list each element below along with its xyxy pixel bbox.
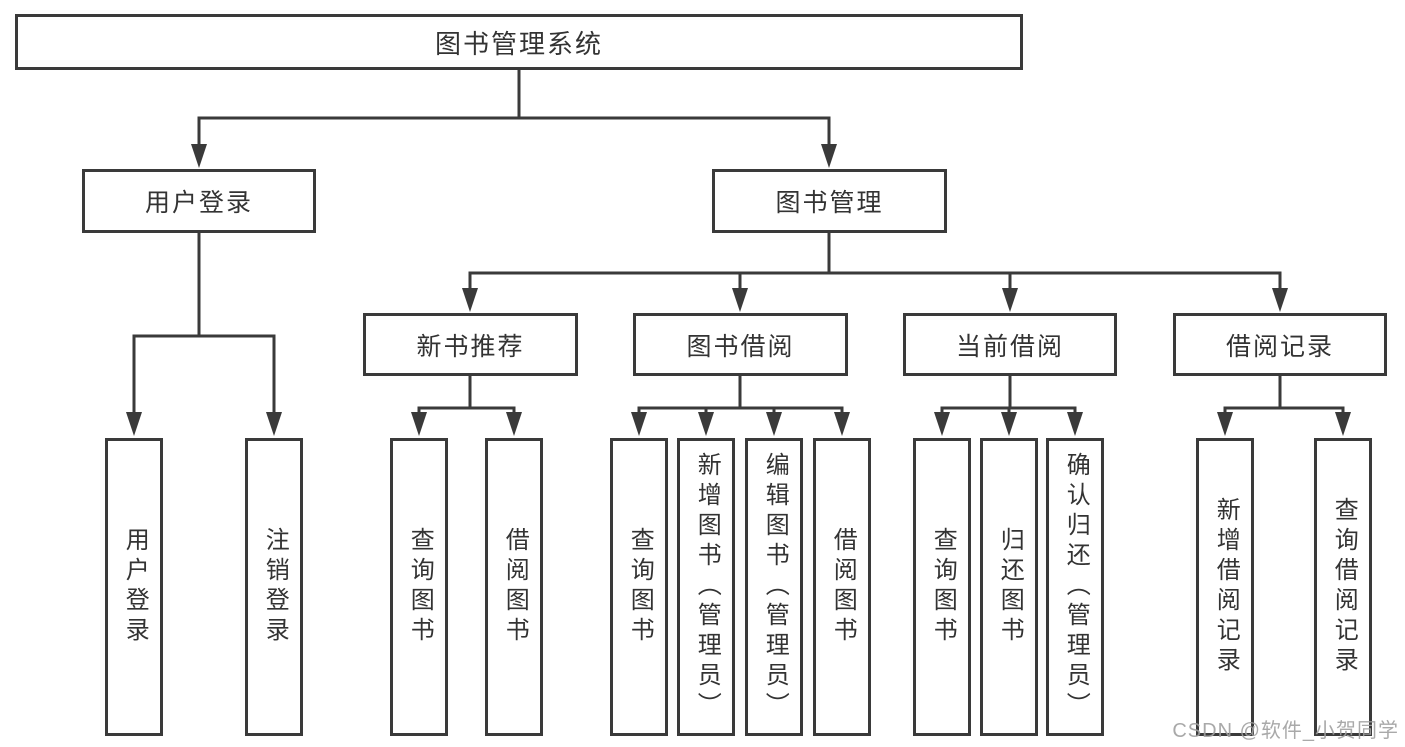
node-new-book-recommend: 新书推荐 <box>363 313 578 376</box>
node-label: 借阅图书 <box>829 527 857 647</box>
arrowhead-current-confirm-return <box>1067 412 1083 436</box>
arrowhead-borrow-query-books <box>631 412 647 436</box>
node-label: 新书推荐 <box>416 332 525 361</box>
leaf-rec-borrow-books: 借阅图书 <box>485 438 543 736</box>
leaf-current-query-books: 查询图书 <box>913 438 971 736</box>
arrowhead-borrowing-records <box>1272 288 1288 312</box>
node-current-borrowing: 当前借阅 <box>903 313 1117 376</box>
arrowhead-rec-borrow-books <box>506 412 522 436</box>
node-label: 确认归还（管理员） <box>1062 452 1090 722</box>
node-label: 注销登录 <box>261 527 289 647</box>
arrowhead-rec-query-books <box>411 412 427 436</box>
leaf-borrow-query-books: 查询图书 <box>610 438 668 736</box>
node-label: 借阅图书 <box>501 527 529 647</box>
connector-root-to-level2 <box>197 70 831 146</box>
leaf-borrow-edit-books-admin: 编辑图书（管理员） <box>745 438 803 736</box>
leaf-current-return-books: 归还图书 <box>980 438 1038 736</box>
node-borrowing-records: 借阅记录 <box>1173 313 1387 376</box>
arrowhead-current-query-books <box>934 412 950 436</box>
node-label: 用户登录 <box>144 189 253 217</box>
connector-new-book-recommend-branch <box>417 376 516 414</box>
node-user-login: 用户登录 <box>82 169 316 233</box>
arrowhead-records-query-record <box>1335 412 1351 436</box>
leaf-current-confirm-return-admin: 确认归还（管理员） <box>1046 438 1104 736</box>
arrowhead-borrow-add-books <box>698 412 714 436</box>
connector-book-borrowing-branch <box>637 376 844 414</box>
connector-borrowing-records-branch <box>1223 376 1345 414</box>
connector-current-borrowing-branch <box>940 376 1077 414</box>
node-label: 用户登录 <box>121 527 149 647</box>
node-label: 借阅记录 <box>1225 332 1334 361</box>
arrowhead-borrow-edit-books <box>766 412 782 436</box>
node-label: 当前借阅 <box>955 332 1064 361</box>
arrowhead-user-login <box>191 144 207 168</box>
csdn-watermark: CSDN @软件_小贺同学 <box>1172 720 1399 742</box>
leaf-records-query-borrow-record: 查询借阅记录 <box>1314 438 1372 736</box>
arrowhead-book-borrowing <box>732 288 748 312</box>
node-label: 新增借阅记录 <box>1212 497 1240 677</box>
node-label: 查询图书 <box>626 527 654 647</box>
arrowhead-leaf-logout <box>266 412 282 436</box>
arrowhead-borrow-borrow-books <box>834 412 850 436</box>
leaf-borrow-borrow-books: 借阅图书 <box>813 438 871 736</box>
node-label: 图书管理系统 <box>434 28 603 59</box>
leaf-logout: 注销登录 <box>245 438 303 736</box>
node-label: 查询图书 <box>406 527 434 647</box>
leaf-borrow-add-books-admin: 新增图书（管理员） <box>677 438 735 736</box>
arrowhead-book-management <box>821 144 837 168</box>
arrowhead-current-borrowing <box>1002 288 1018 312</box>
arrowhead-leaf-user-login <box>126 412 142 436</box>
connector-user-login-branch <box>132 233 276 414</box>
leaf-rec-query-books: 查询图书 <box>390 438 448 736</box>
node-label: 图书管理 <box>775 189 884 217</box>
leaf-user-login: 用户登录 <box>105 438 163 736</box>
node-label: 图书借阅 <box>686 332 795 361</box>
arrowhead-records-add-record <box>1217 412 1233 436</box>
node-label: 查询借阅记录 <box>1330 497 1358 677</box>
node-label: 编辑图书（管理员） <box>761 452 789 722</box>
connector-book-management-branch <box>468 233 1282 290</box>
node-book-management: 图书管理 <box>712 169 947 233</box>
node-label: 新增图书（管理员） <box>693 452 721 722</box>
arrowhead-current-return-books <box>1001 412 1017 436</box>
node-book-borrowing: 图书借阅 <box>633 313 848 376</box>
arrowhead-new-book-recommend <box>462 288 478 312</box>
node-library-management-system: 图书管理系统 <box>15 14 1023 70</box>
leaf-records-add-borrow-record: 新增借阅记录 <box>1196 438 1254 736</box>
node-label: 查询图书 <box>929 527 957 647</box>
node-label: 归还图书 <box>996 527 1024 647</box>
